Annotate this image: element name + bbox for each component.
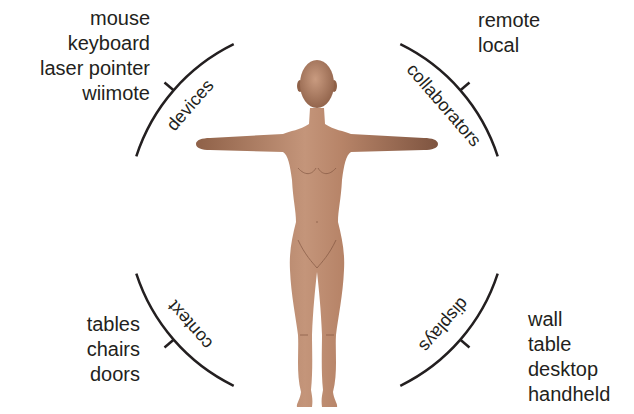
arc-tick xyxy=(165,340,174,348)
display-item: table xyxy=(528,332,571,357)
figure-hip xyxy=(298,240,336,268)
display-item: wall xyxy=(528,307,562,332)
arc-tick xyxy=(460,340,469,348)
collaborator-item: local xyxy=(478,33,519,58)
context-item: doors xyxy=(90,362,140,387)
arc-tick xyxy=(165,83,174,91)
figure-knee xyxy=(300,335,334,336)
arc-tick xyxy=(460,83,469,91)
collaborator-item: remote xyxy=(478,8,540,33)
device-item: keyboard xyxy=(68,31,150,56)
display-item: handheld xyxy=(528,382,610,407)
category-label: displays xyxy=(415,294,473,356)
context-item: chairs xyxy=(87,337,140,362)
category-arc xyxy=(400,274,497,386)
category-arc xyxy=(136,274,233,386)
device-item: laser pointer xyxy=(40,56,150,81)
category-label: context xyxy=(164,297,217,354)
figure-navel xyxy=(316,222,318,223)
device-item: mouse xyxy=(90,6,150,31)
context-item: tables xyxy=(87,312,140,337)
display-item: desktop xyxy=(528,357,598,382)
device-item: wiimote xyxy=(82,81,150,106)
human-figure xyxy=(196,60,438,407)
figure-chest xyxy=(298,168,336,174)
figure-head xyxy=(300,60,334,108)
category-label: devices xyxy=(163,75,218,134)
figure-body xyxy=(196,108,438,407)
